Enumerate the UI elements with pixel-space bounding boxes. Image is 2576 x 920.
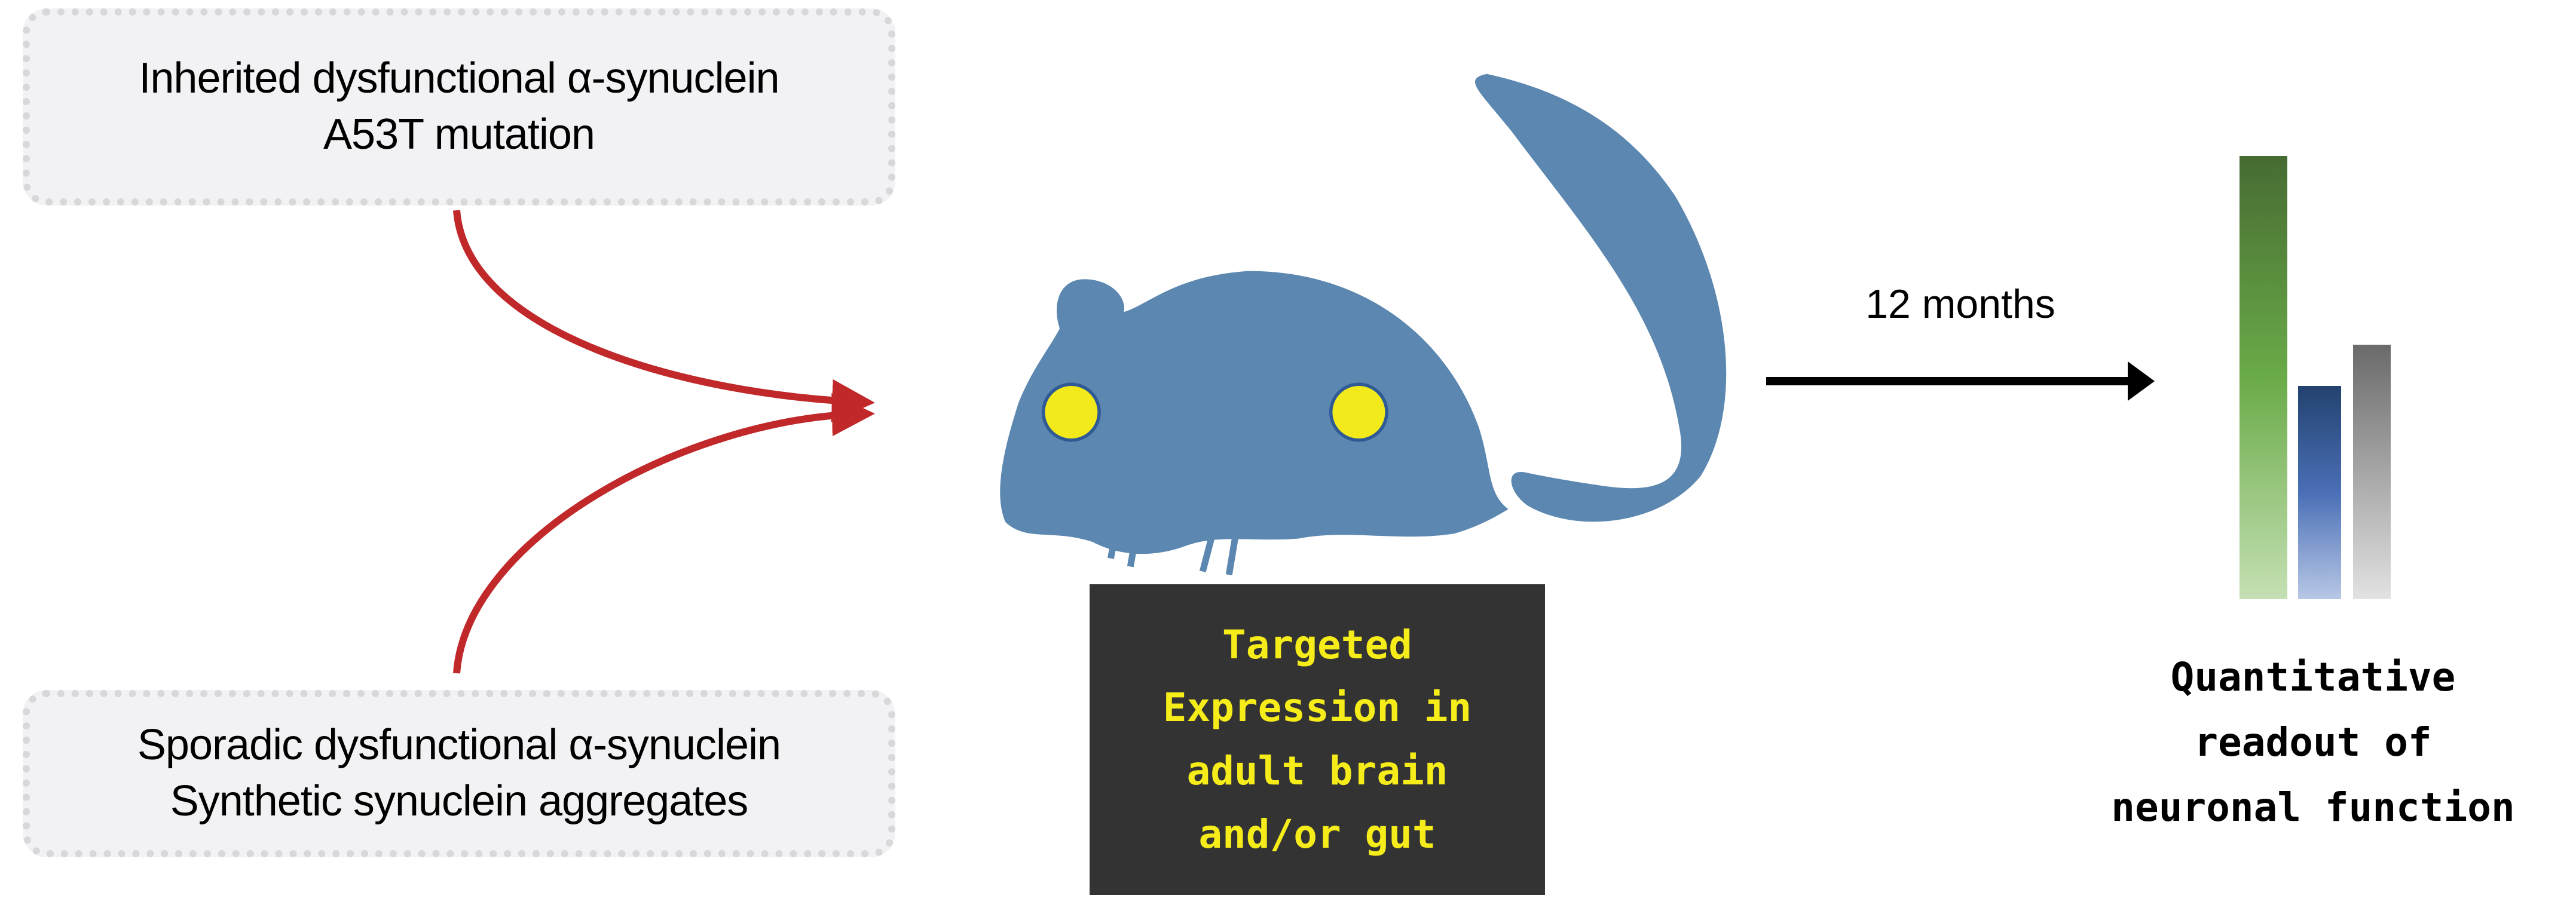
model-line: Expression in (1162, 685, 1472, 731)
model-line: Targeted (1222, 621, 1412, 668)
bar-green (2240, 156, 2287, 599)
readout-line: readout of (2194, 719, 2432, 765)
brain-spot (1041, 382, 1101, 442)
targeted-expression-box: Targeted Expression in adult brain and/o… (1090, 584, 1545, 895)
bar-blue (2298, 386, 2341, 599)
inherited-line1: Inherited dysfunctional α-synuclein (139, 54, 779, 103)
gut-spot (1329, 382, 1388, 442)
timeline-label: 12 months (1865, 281, 2055, 327)
inherited-synuclein-box: Inherited dysfunctional α-synuclein A53T… (23, 8, 895, 206)
inherited-arrow (453, 210, 875, 422)
readout-label: Quantitative readout of neuronal functio… (2050, 645, 2576, 841)
inherited-line2: A53T mutation (323, 111, 595, 158)
model-line: adult brain (1186, 748, 1448, 794)
sporadic-line1: Sporadic dysfunctional α-synuclein (137, 721, 781, 769)
mouse-icon (1000, 73, 1727, 576)
readout-line: neuronal function (2111, 784, 2515, 830)
sporadic-arrow (453, 393, 875, 674)
sporadic-synuclein-box: Sporadic dysfunctional α-synuclein Synth… (23, 690, 895, 857)
bar-gray (2353, 345, 2391, 599)
model-line: and/or gut (1198, 811, 1436, 857)
sporadic-line2: Synthetic synuclein aggregates (170, 777, 749, 825)
time-arrow (1766, 361, 2155, 401)
readout-line: Quantitative (2170, 654, 2456, 700)
